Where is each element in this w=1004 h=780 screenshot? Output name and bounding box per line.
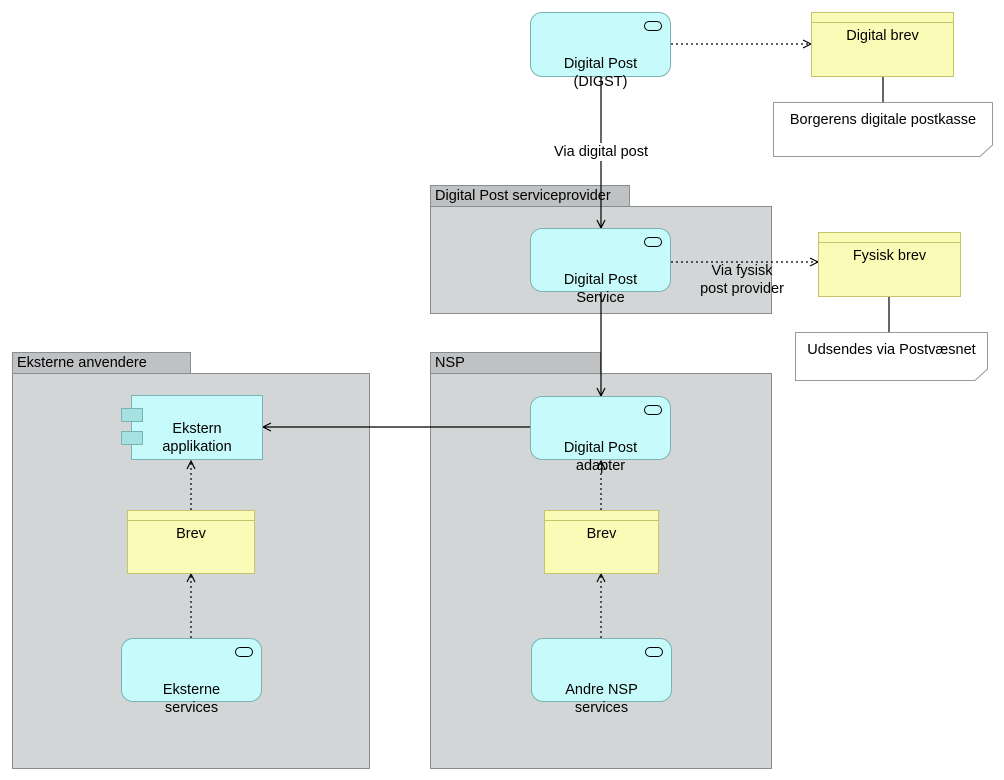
- service-icon: [645, 647, 663, 657]
- note-postvaesnet: Udsendes via Postvæsnet: [795, 332, 988, 381]
- node-digital-brev[interactable]: Digital brev: [811, 12, 954, 77]
- service-icon: [235, 647, 253, 657]
- data-object-header: [819, 233, 960, 243]
- note-postkasse: Borgerens digitale postkasse: [773, 102, 993, 157]
- edge-label-via-fysisk: Via fysisk post provider: [700, 263, 784, 297]
- group-tab-eksterne: Eksterne anvendere: [12, 352, 191, 374]
- node-eksterne-services[interactable]: Eksterne services: [121, 638, 262, 716]
- node-digital-post-service[interactable]: Digital Post Service: [530, 228, 671, 306]
- group-tab-serviceprovider: Digital Post serviceprovider: [430, 185, 630, 207]
- service-icon: [644, 21, 662, 31]
- group-title-eksterne: Eksterne anvendere: [17, 355, 147, 371]
- data-object-header: [812, 13, 953, 23]
- node-digital-post-adapter[interactable]: Digital Post adapter: [530, 396, 671, 474]
- group-title-serviceprovider: Digital Post serviceprovider: [435, 188, 611, 204]
- component-icon-tab-bottom: [121, 431, 143, 445]
- group-title-nsp: NSP: [435, 355, 465, 371]
- service-icon: [644, 237, 662, 247]
- service-icon: [644, 405, 662, 415]
- node-ekstern-applikation[interactable]: Ekstern applikation: [131, 395, 263, 460]
- node-digital-post-digst[interactable]: Digital Post (DIGST): [530, 12, 671, 90]
- component-icon-tab-top: [121, 408, 143, 422]
- data-object-header: [545, 511, 658, 521]
- note-shape: [773, 102, 993, 157]
- node-fysisk-brev[interactable]: Fysisk brev: [818, 232, 961, 297]
- node-brev-right[interactable]: Brev: [544, 510, 659, 574]
- data-object-header: [128, 511, 254, 521]
- edge-label-via-digital-post: Via digital post: [544, 143, 658, 161]
- note-shape: [795, 332, 988, 381]
- node-andre-nsp-services[interactable]: Andre NSP services: [531, 638, 672, 716]
- node-brev-left[interactable]: Brev: [127, 510, 255, 574]
